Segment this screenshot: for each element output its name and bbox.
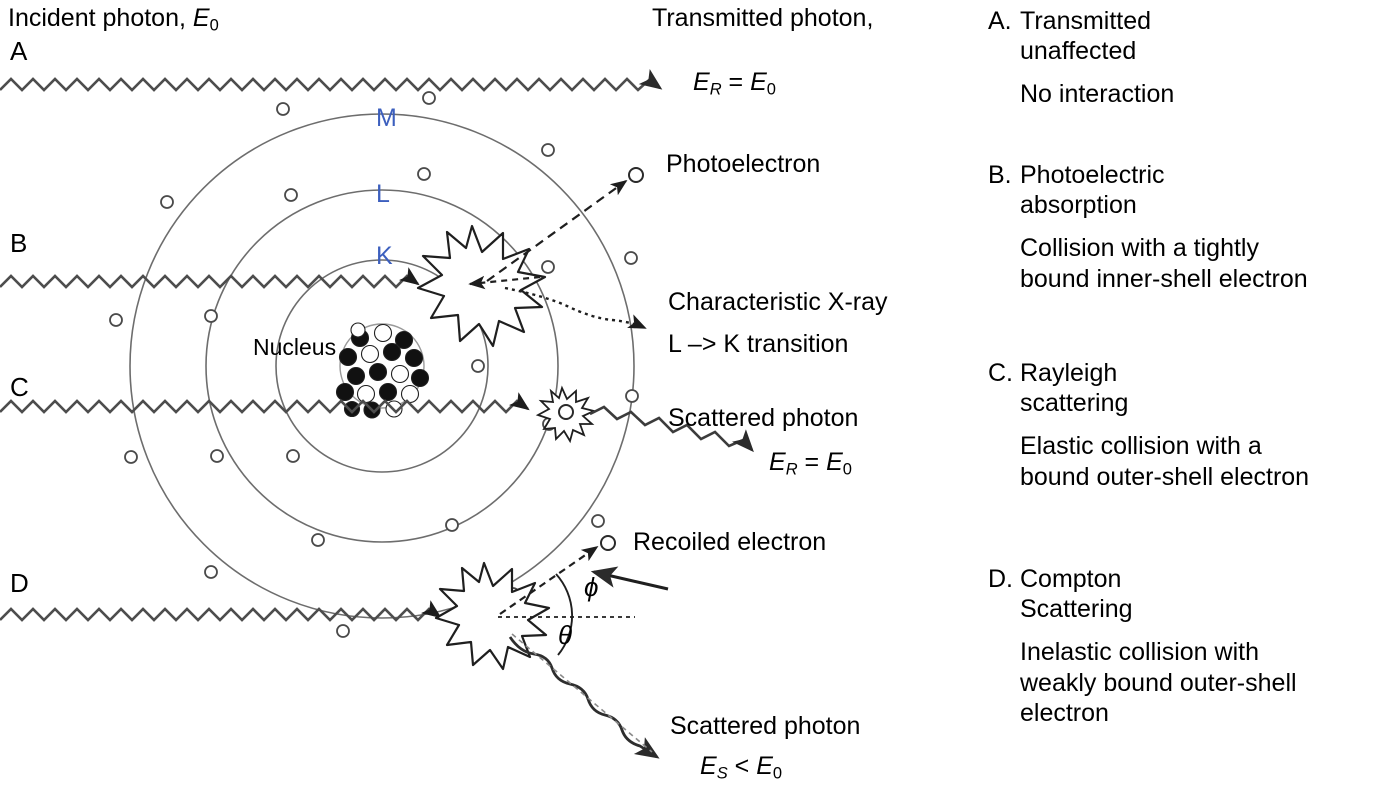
photoelectron-path bbox=[486, 179, 628, 282]
row-c-photon-wave bbox=[0, 392, 530, 414]
incident-photon-label: Incident photon, E0 bbox=[8, 4, 219, 35]
electron bbox=[284, 188, 298, 202]
scattered-photon-label-c: Scattered photon bbox=[668, 404, 859, 432]
electron bbox=[160, 195, 174, 209]
legend-title-line2-c: scattering bbox=[1020, 389, 1129, 417]
electron bbox=[541, 143, 555, 157]
recoiled-electron-label: Recoiled electron bbox=[633, 528, 827, 556]
electron bbox=[445, 518, 459, 532]
electron bbox=[109, 313, 123, 327]
electron bbox=[417, 167, 431, 181]
recoiled-electron-path bbox=[499, 545, 599, 615]
photoelectron bbox=[628, 167, 644, 183]
electron bbox=[541, 260, 555, 274]
legend-title-line1-b: Photoelectric bbox=[1020, 161, 1165, 189]
shell-label-k: K bbox=[376, 242, 393, 270]
transmitted-photon-label: Transmitted photon, bbox=[652, 4, 874, 32]
angle-phi-label: ϕ bbox=[584, 572, 599, 602]
photoelectric-starburst-icon bbox=[416, 224, 547, 348]
row-label-c: C bbox=[10, 372, 29, 402]
row-label-b: B bbox=[10, 228, 28, 258]
recoiled-electron bbox=[600, 535, 616, 551]
legend-letter-d: D. bbox=[988, 565, 1013, 593]
shell-label-l: L bbox=[376, 180, 390, 208]
legend-description-d: Inelastic collision with weakly bound ou… bbox=[1020, 638, 1297, 727]
electron bbox=[336, 624, 350, 638]
nucleus-label: Nucleus bbox=[253, 334, 337, 360]
atom-shells bbox=[129, 113, 635, 619]
characteristic-transition-label: L –> K transition bbox=[668, 330, 849, 358]
compton-starburst-icon bbox=[434, 561, 551, 671]
row-label-a: A bbox=[10, 36, 28, 66]
rayleigh-scattered-photon-wave bbox=[589, 405, 754, 453]
legend-letter-a: A. bbox=[988, 7, 1012, 35]
electron bbox=[471, 359, 485, 373]
angle-theta-label: θ bbox=[558, 620, 573, 650]
legend-title-line1-d: Compton bbox=[1020, 565, 1122, 593]
legend-description-a: No interaction bbox=[1020, 80, 1175, 108]
shell-label-m: M bbox=[376, 104, 397, 132]
characteristic-xray-label: Characteristic X-ray bbox=[668, 288, 888, 316]
compton-scattered-photon-guide bbox=[511, 633, 653, 753]
legend-description-b: Collision with a tightly bound inner-she… bbox=[1020, 234, 1308, 293]
compton-scattered-photon-wave bbox=[508, 636, 660, 759]
legend-letter-b: B. bbox=[988, 161, 1012, 189]
row-d-photon-wave bbox=[0, 600, 442, 622]
transmitted-energy-equation: ER = E0 bbox=[693, 68, 776, 99]
photoelectric-inner-arrow bbox=[468, 275, 541, 290]
shell-l-orbit bbox=[205, 189, 559, 543]
shell-m-orbit bbox=[129, 113, 635, 619]
legend-letter-c: C. bbox=[988, 359, 1013, 387]
electron bbox=[204, 309, 218, 323]
electron bbox=[624, 251, 638, 265]
compton-incoming-arrow bbox=[590, 566, 669, 591]
electron bbox=[625, 389, 639, 403]
photoelectron-label: Photoelectron bbox=[666, 150, 821, 178]
electron bbox=[286, 449, 300, 463]
legend-title-line2-a: unaffected bbox=[1020, 37, 1137, 65]
rayleigh-starburst-icon bbox=[535, 385, 597, 444]
electron bbox=[210, 449, 224, 463]
row-label-d: D bbox=[10, 568, 29, 598]
electron bbox=[276, 102, 290, 116]
row-a-photon-wave bbox=[0, 68, 663, 92]
legend-title-line1-a: Transmitted bbox=[1020, 7, 1152, 35]
electron bbox=[204, 565, 218, 579]
legend-title-line2-b: absorption bbox=[1020, 191, 1137, 219]
compton-angle-arcs bbox=[555, 573, 574, 656]
legend-description-c: Elastic collision with a bound outer-she… bbox=[1020, 432, 1310, 491]
electron bbox=[422, 91, 436, 105]
scattered-photon-label-d: Scattered photon bbox=[670, 712, 861, 740]
electron bbox=[591, 514, 605, 528]
electron bbox=[311, 533, 325, 547]
compton-energy-equation: ES < E0 bbox=[700, 752, 783, 783]
shell-k-orbit bbox=[275, 259, 489, 473]
nucleus bbox=[335, 322, 430, 419]
electron bbox=[124, 450, 138, 464]
row-b-photon-wave bbox=[0, 267, 420, 289]
legend-title-line2-d: Scattering bbox=[1020, 595, 1133, 623]
legend-title-line1-c: Rayleigh bbox=[1020, 359, 1118, 387]
rayleigh-energy-equation: ER = E0 bbox=[769, 448, 852, 479]
